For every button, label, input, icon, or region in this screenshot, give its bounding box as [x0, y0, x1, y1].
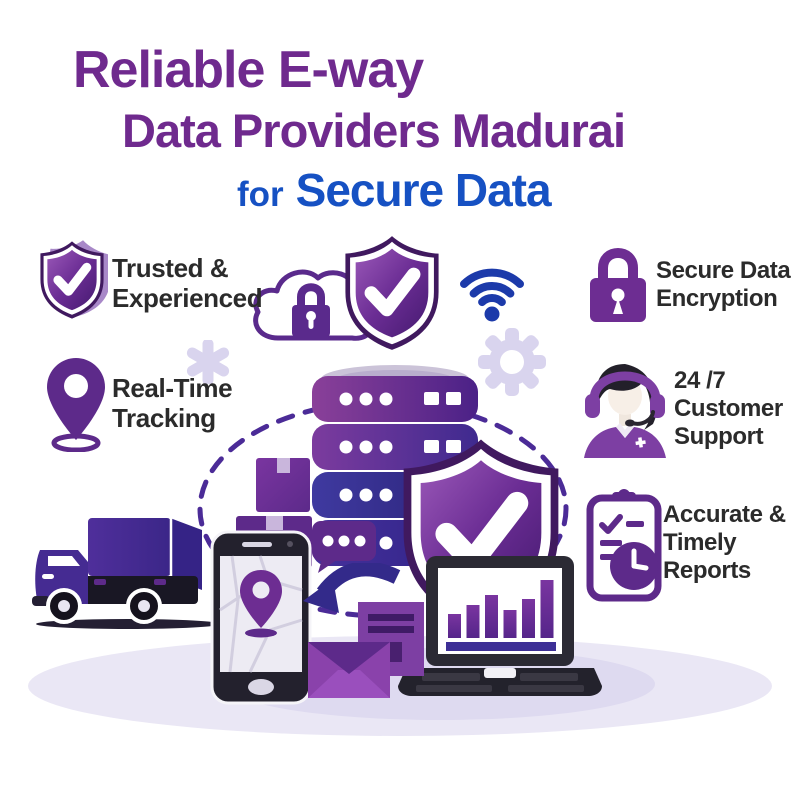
cloud-lock-icon — [253, 269, 377, 341]
trusted-label-line1: Trusted & — [112, 253, 229, 283]
chat-dots-icon — [312, 521, 376, 573]
clipboard-clock-icon — [586, 489, 662, 602]
encryption-label-line2: Encryption — [656, 284, 778, 312]
laptop-bar-chart — [448, 580, 554, 638]
reports-label-line1: Accurate & — [663, 501, 786, 528]
support-label-line1: 24 /7 — [674, 367, 726, 394]
title-line3-secure-data: Secure Data — [295, 164, 552, 216]
title-line3-for: for — [237, 175, 284, 214]
support-label-line2: Customer — [674, 394, 783, 422]
support-label-line3: Support — [674, 422, 764, 450]
envelope-icon — [308, 602, 424, 698]
encryption-label-line1: Secure Data — [656, 257, 791, 284]
reports-label: Accurate & Timely Reports — [663, 501, 786, 584]
shield-check-icon — [36, 240, 108, 320]
title-line1: Reliable E-way — [73, 41, 424, 99]
gear-icon — [478, 328, 546, 396]
wifi-icon — [460, 268, 524, 322]
encryption-label: Secure Data Encryption — [656, 257, 791, 313]
support-agent-icon — [584, 364, 666, 458]
reports-label-line3: Reports — [663, 556, 751, 584]
shield-check-badge-icon — [336, 234, 448, 352]
title-line2: Data Providers Madurai — [122, 104, 626, 157]
title-line3: for Secure Data — [237, 163, 552, 217]
tracking-label-line1: Real-Time — [112, 373, 233, 403]
trusted-label-line2: Experienced — [112, 283, 263, 314]
asterisk-icon — [186, 340, 230, 384]
tracking-label: Real-Time Tracking — [112, 373, 233, 434]
curved-arrow-icon — [303, 563, 401, 613]
smartphone-map-icon — [210, 530, 312, 705]
laptop-chart-icon — [398, 556, 602, 696]
padlock-icon — [590, 248, 646, 322]
trusted-label: Trusted & Experienced — [112, 253, 263, 314]
support-label: 24 /7 Customer Support — [674, 367, 783, 450]
location-pin-icon — [47, 358, 105, 452]
delivery-truck-icon — [32, 518, 220, 629]
reports-label-line2: Timely — [663, 528, 737, 556]
tracking-label-line2: Tracking — [112, 403, 216, 434]
